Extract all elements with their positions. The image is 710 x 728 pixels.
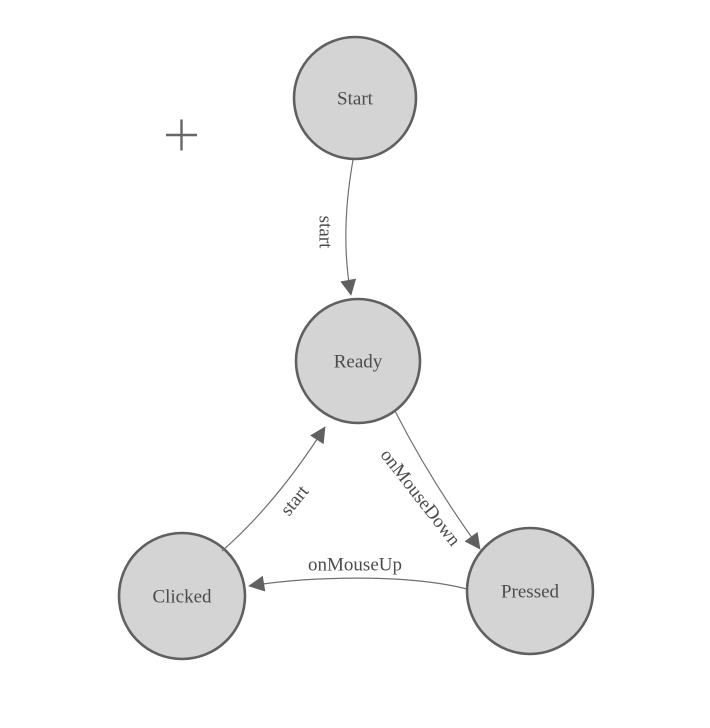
state-node-start[interactable] bbox=[292, 35, 418, 161]
state-node-ready[interactable] bbox=[294, 297, 422, 425]
state-label-ready: Ready bbox=[334, 352, 383, 373]
transition-edge-ready-to-pressed[interactable] bbox=[394, 410, 481, 550]
state-label-clicked: Clicked bbox=[152, 587, 212, 608]
transition-edge-pressed-to-clicked[interactable] bbox=[248, 575, 468, 592]
state-label-start: Start bbox=[337, 89, 374, 110]
crosshair-icon bbox=[166, 119, 197, 151]
transition-label-ready-to-pressed: onMouseDown bbox=[376, 445, 465, 551]
transition-edge-start-to-ready[interactable] bbox=[340, 159, 357, 296]
state-node-pressed[interactable] bbox=[465, 526, 595, 656]
transition-edge-clicked-to-ready[interactable] bbox=[221, 426, 326, 552]
state-node-clicked[interactable] bbox=[117, 531, 247, 661]
state-label-pressed: Pressed bbox=[501, 582, 560, 603]
transition-label-pressed-to-clicked: onMouseUp bbox=[308, 555, 402, 576]
transition-label-start-to-ready: start bbox=[314, 216, 335, 249]
